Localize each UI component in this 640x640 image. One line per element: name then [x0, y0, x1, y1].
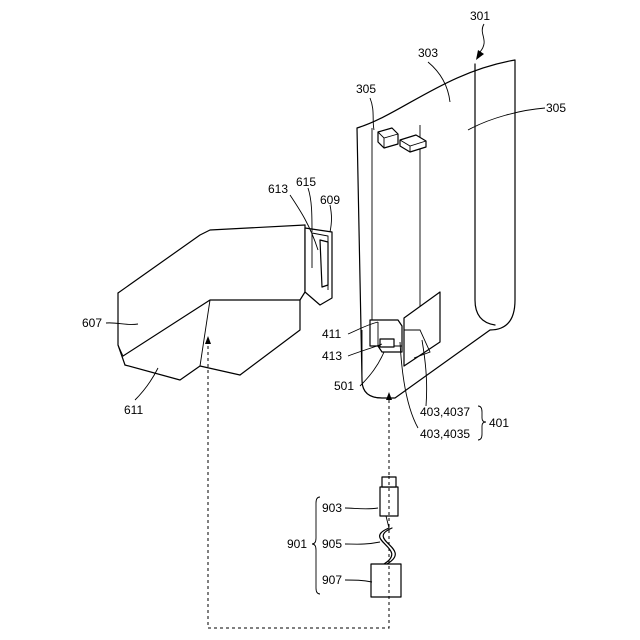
device-bracket-609	[305, 228, 332, 305]
label-611: 611	[124, 403, 143, 417]
leader-607	[106, 323, 138, 325]
arrow-up-device	[205, 336, 211, 344]
connector-port-413	[380, 339, 394, 347]
leader-413	[348, 344, 382, 356]
leader-501	[360, 352, 384, 386]
device-ledge	[123, 300, 300, 356]
label-613: 613	[268, 182, 288, 196]
leader-305b	[468, 108, 545, 130]
bracket-401	[478, 406, 486, 440]
label-901: 901	[287, 537, 307, 551]
terminal-plate-403	[404, 292, 440, 366]
label-403-4035: 403,4035	[420, 427, 470, 441]
connector-housing-411	[370, 320, 402, 352]
label-607: 607	[82, 316, 102, 330]
leader-609	[330, 205, 332, 232]
device-slot-613	[320, 240, 328, 287]
label-303: 303	[418, 46, 438, 60]
bracket-901	[312, 497, 320, 594]
device-ledge-side	[200, 300, 210, 366]
leader-903	[345, 508, 378, 509]
cable-assembly-901	[371, 477, 401, 597]
wire-905-b	[383, 528, 395, 564]
label-403-4037: 403,4037	[420, 405, 470, 419]
connection-path	[205, 336, 392, 628]
label-305-right: 305	[546, 101, 566, 115]
label-905: 905	[322, 537, 342, 551]
connector-block-left	[378, 128, 398, 148]
adapter-907	[371, 564, 401, 597]
label-615: 615	[296, 175, 316, 189]
label-903: 903	[322, 501, 342, 515]
label-413: 413	[322, 349, 342, 363]
device-back-edge	[300, 225, 305, 300]
label-301: 301	[470, 9, 490, 23]
device-607	[118, 225, 332, 380]
connector-block-right	[400, 135, 426, 152]
leader-303	[428, 62, 450, 102]
arrow-301	[476, 50, 484, 60]
base-unit-301	[357, 60, 515, 398]
base-side-panel	[475, 64, 495, 325]
device-bottom-edge	[125, 365, 240, 380]
device-right-lower	[240, 300, 300, 375]
leader-305a	[370, 98, 374, 130]
arrow-up-base	[386, 392, 392, 400]
device-ledge-corner	[118, 345, 123, 356]
label-609: 609	[320, 193, 340, 207]
label-411: 411	[322, 327, 341, 341]
leader-905	[345, 542, 380, 544]
leader-907	[345, 580, 372, 582]
label-401: 401	[489, 416, 509, 430]
label-907: 907	[322, 573, 342, 587]
label-305-left: 305	[356, 82, 376, 96]
label-501: 501	[334, 379, 354, 393]
leader-301	[480, 24, 484, 52]
device-left-edge	[118, 293, 125, 365]
device-top-edge	[118, 225, 305, 293]
